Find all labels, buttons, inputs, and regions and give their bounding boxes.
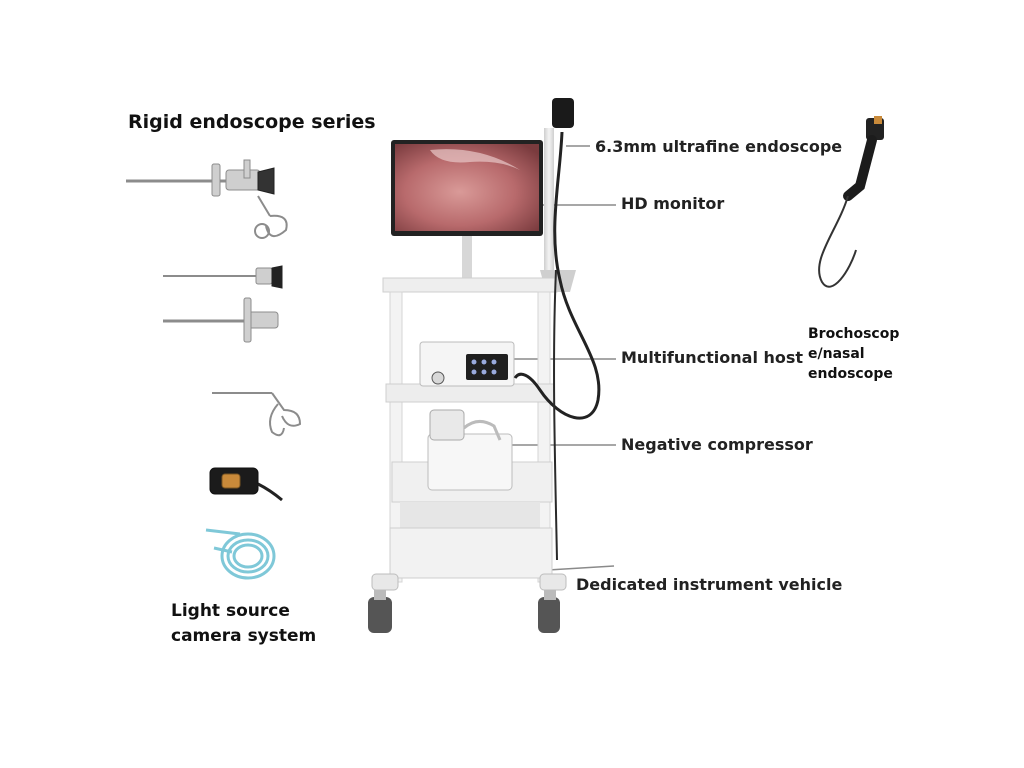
bronchoscope-artwork xyxy=(818,116,884,288)
cart-top-shelf xyxy=(382,277,558,293)
callout-ultrafine-endoscope: 6.3mm ultrafine endoscope xyxy=(595,137,843,156)
light-source-label-line: camera system xyxy=(171,626,317,646)
cart-foot-left xyxy=(371,573,399,591)
light-source-label: Light source camera system xyxy=(171,599,331,649)
ultrafine-scope-head xyxy=(552,98,574,128)
rigid-endoscope-title: Rigid endoscope series xyxy=(128,111,376,133)
leader-vehicle xyxy=(547,565,615,571)
bronchoscope-label: Brochoscop e/nasal endoscope xyxy=(808,324,918,384)
host-control-panel xyxy=(466,354,508,380)
cart-base xyxy=(389,527,553,579)
cart-lower-panel xyxy=(400,502,540,528)
rigid-endoscope-series xyxy=(126,159,302,580)
monitor-stand xyxy=(462,236,472,280)
compressor-jar xyxy=(429,409,465,441)
callout-negative-compressor: Negative compressor xyxy=(621,435,813,454)
instrument-cart xyxy=(368,98,601,633)
callout-multifunctional-host: Multifunctional host xyxy=(621,348,804,367)
light-source-label-line: Light source xyxy=(171,601,290,621)
bronchoscope-label-line: e/nasal xyxy=(808,346,865,362)
screen-tissue-fold xyxy=(430,149,520,170)
cart-foot-right xyxy=(539,573,567,591)
bronchoscope-label-line: endoscope xyxy=(808,366,893,382)
cart-shelf-host xyxy=(385,383,555,403)
bronchoscope-label-line: Brochoscop xyxy=(808,326,900,342)
host-buttons xyxy=(471,359,497,375)
compressor-unit xyxy=(427,433,513,491)
host-light-port xyxy=(431,371,445,385)
light-cable-coil xyxy=(205,528,276,580)
callout-instrument-vehicle: Dedicated instrument vehicle xyxy=(576,575,843,594)
wheel-right xyxy=(538,597,560,633)
callout-hd-monitor: HD monitor xyxy=(621,194,725,213)
wheel-left xyxy=(368,597,392,633)
scope-pole xyxy=(544,128,554,278)
ultrafine-scope-cable xyxy=(513,131,601,420)
